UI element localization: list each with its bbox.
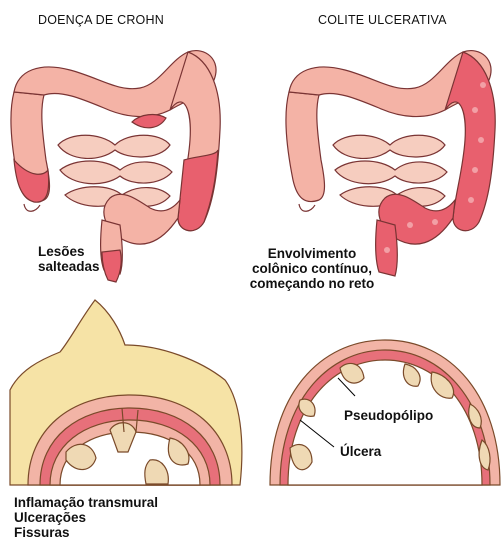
crohn-gross-line-2: salteadas bbox=[38, 259, 100, 274]
uc-colon bbox=[286, 51, 495, 276]
uc-ulcer-label: Úlcera bbox=[340, 444, 381, 459]
uc-gross-line-1: Envolvimento bbox=[232, 246, 392, 261]
crohn-cross-line-2: Ulcerações bbox=[14, 510, 158, 525]
uc-pseudopolyp-label: Pseudopólipo bbox=[344, 408, 433, 423]
crohn-rectum-lesion bbox=[102, 250, 121, 282]
uc-gross-line-2: colônico contínuo, bbox=[232, 261, 392, 276]
crohn-cross-caption: Inflamação transmural Ulcerações Fissura… bbox=[14, 495, 158, 540]
crohn-cross-line-3: Fissuras bbox=[14, 525, 158, 540]
crohn-gross-caption: Lesões salteadas bbox=[38, 244, 100, 274]
uc-gross-caption: Envolvimento colônico contínuo, começand… bbox=[232, 246, 392, 291]
crohn-gross-line-1: Lesões bbox=[38, 244, 100, 259]
crohn-cross-section bbox=[10, 300, 242, 485]
crohn-cross-line-1: Inflamação transmural bbox=[14, 495, 158, 510]
uc-gross-line-3: começando no reto bbox=[232, 276, 392, 291]
crohn-descending-lesion bbox=[178, 150, 218, 231]
